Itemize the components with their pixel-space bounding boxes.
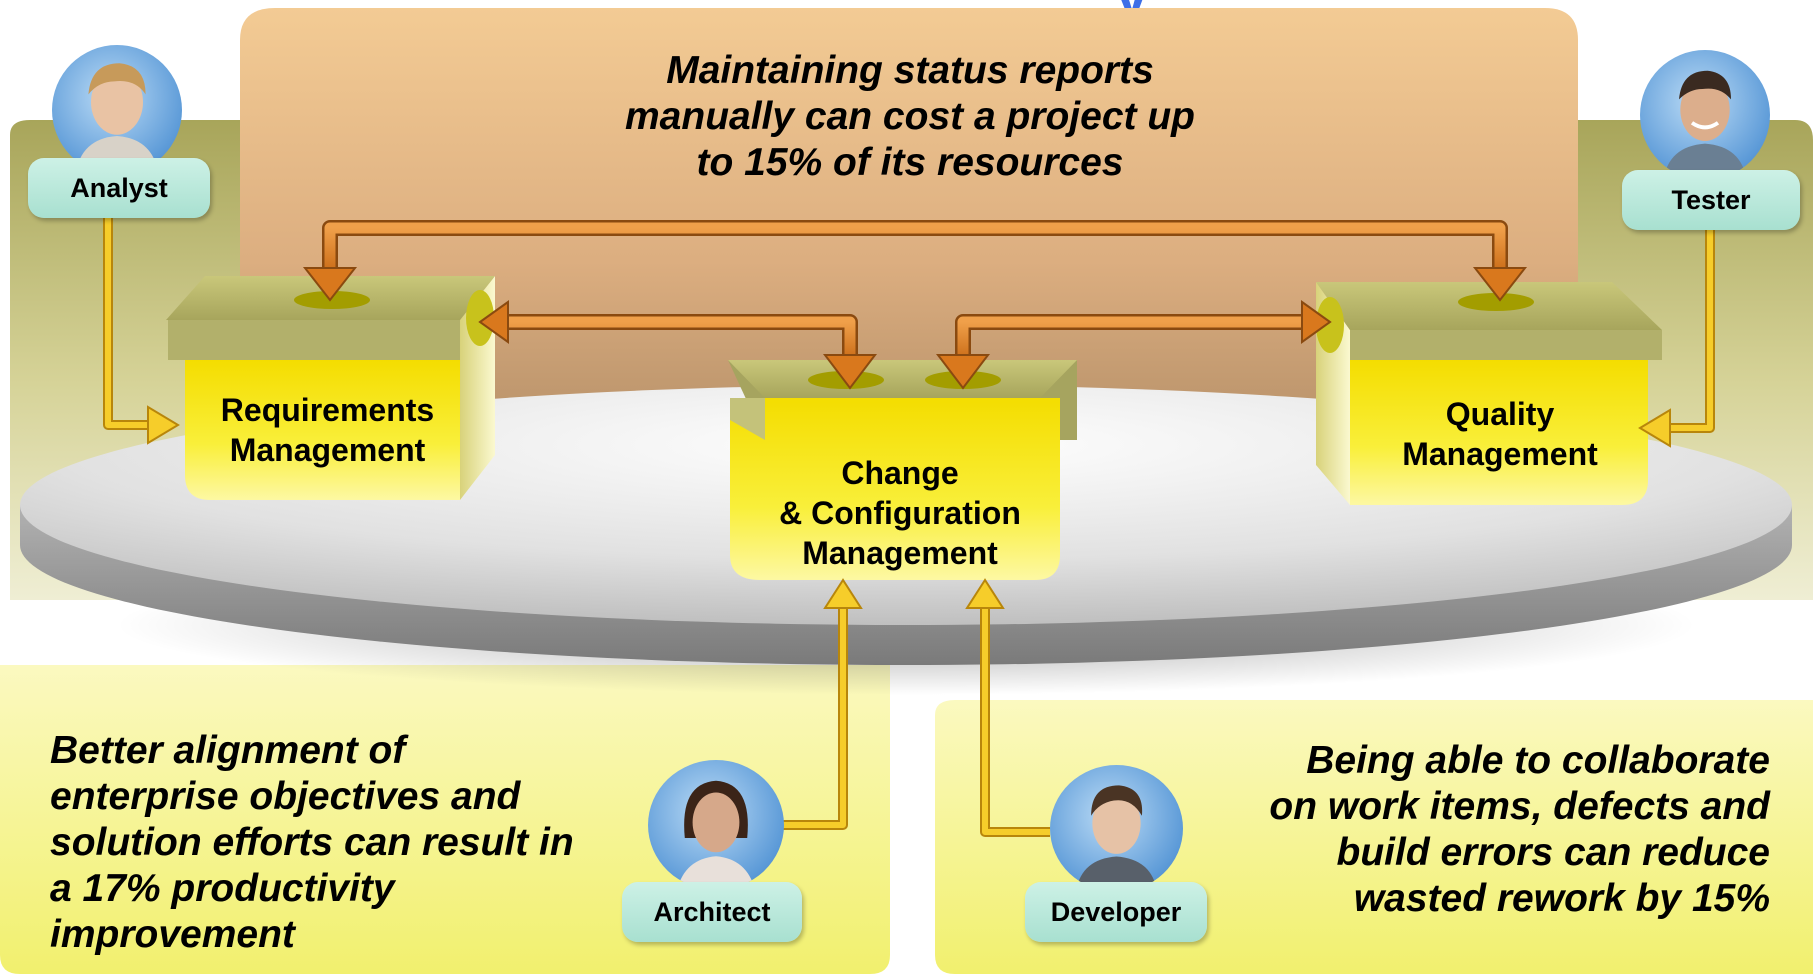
box-change-label: Change & Configuration Management bbox=[735, 453, 1065, 573]
box-label-line: Management bbox=[229, 432, 426, 468]
quote-line: on work items, defects and bbox=[1269, 785, 1770, 828]
box-quality bbox=[1316, 282, 1662, 505]
quote-line: Maintaining status reports bbox=[666, 49, 1154, 92]
box-requirements-label: Requirements Management bbox=[190, 390, 465, 470]
quote-line: build errors can reduce bbox=[1336, 831, 1770, 874]
quote-line: improvement bbox=[50, 913, 295, 956]
quote-alignment: Better alignment of enterprise objective… bbox=[50, 728, 650, 958]
box-label-line: Management bbox=[802, 535, 998, 571]
architect-avatar bbox=[648, 760, 784, 890]
quote-line: enterprise objectives and bbox=[50, 775, 521, 818]
gold-arrowheads bbox=[147, 405, 1671, 609]
orange-arrows bbox=[322, 220, 1508, 362]
quote-line: Being able to collaborate bbox=[1306, 739, 1770, 782]
box-label-line: Quality bbox=[1445, 396, 1555, 432]
quote-line: to 15% of its resources bbox=[696, 141, 1124, 184]
quote-line: manually can cost a project up bbox=[625, 95, 1195, 138]
analyst-avatar bbox=[52, 45, 182, 175]
quote-line: wasted rework by 15% bbox=[1353, 877, 1770, 920]
person-icon bbox=[677, 780, 755, 890]
box-label-line: Requirements bbox=[220, 392, 435, 428]
role-tag-analyst: Analyst bbox=[28, 158, 210, 218]
role-tag-architect: Architect bbox=[622, 882, 802, 942]
box-label-line: Change bbox=[841, 455, 959, 491]
role-tag-developer: Developer bbox=[1025, 882, 1207, 942]
orange-arrowheads bbox=[302, 267, 1528, 390]
tester-avatar bbox=[1640, 50, 1770, 180]
person-icon bbox=[1663, 70, 1747, 180]
role-tag-tester: Tester bbox=[1622, 170, 1800, 230]
quote-line: Better alignment of bbox=[50, 729, 406, 772]
person-icon bbox=[75, 63, 159, 175]
gold-arrows bbox=[103, 215, 1715, 837]
person-icon bbox=[1075, 785, 1158, 892]
quote-line: solution efforts can result in bbox=[50, 821, 574, 864]
quote-collaboration: Being able to collaborate on work items,… bbox=[1180, 738, 1770, 922]
box-change bbox=[728, 360, 1077, 580]
quote-status-reports: Maintaining status reports manually can … bbox=[540, 48, 1280, 186]
developer-avatar bbox=[1050, 765, 1183, 892]
box-label-line: & Configuration bbox=[779, 495, 1021, 531]
box-quality-label: Quality Management bbox=[1355, 394, 1645, 474]
box-label-line: Management bbox=[1402, 436, 1598, 472]
quote-line: a 17% productivity bbox=[50, 867, 395, 910]
